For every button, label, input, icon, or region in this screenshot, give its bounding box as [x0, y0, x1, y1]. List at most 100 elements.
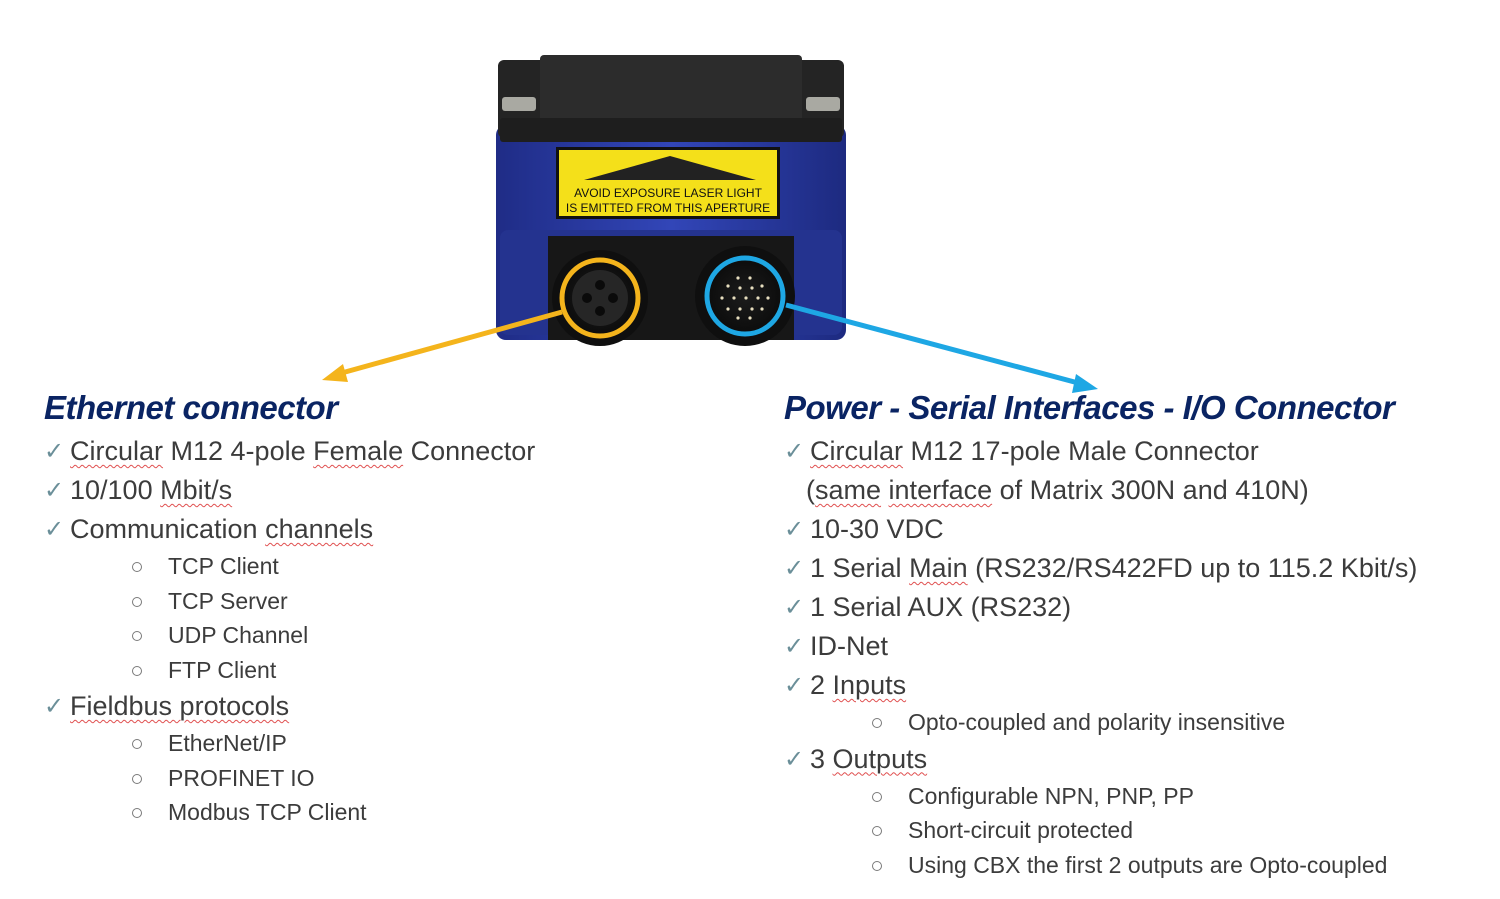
sub-feature-text: Short-circuit protected	[908, 817, 1133, 843]
sub-feature-item: EtherNet/IP	[44, 726, 744, 761]
feature-item: ✓Communication channels	[44, 510, 744, 549]
ethernet-connector-title: Ethernet connector	[44, 389, 338, 426]
text-fragment: Mbit/s	[160, 475, 233, 505]
text-fragment: Connector	[403, 436, 536, 466]
feature-item: ✓10/100 Mbit/s	[44, 471, 744, 510]
sub-feature-text: Configurable NPN, PNP, PP	[908, 782, 1194, 809]
hollow-bullet-icon	[132, 739, 142, 749]
sub-feature-wrapper: Opto-coupled and polarity insensitive	[784, 705, 1500, 740]
hollow-bullet-icon	[872, 826, 882, 836]
sub-feature-text: Modbus TCP Client	[168, 799, 367, 825]
text-fragment	[881, 475, 889, 505]
text-fragment: channels	[265, 514, 374, 544]
hollow-bullet-icon	[132, 596, 142, 607]
sub-feature-list: EtherNet/IP PROFINET IO Modbus TCP Client	[44, 726, 744, 830]
feature-item: ✓3 Outputs	[784, 740, 1500, 779]
power-io-connector	[695, 246, 795, 346]
text-fragment: M12 17-pole Male Connector	[903, 436, 1259, 466]
checkmark-icon: ✓	[44, 438, 65, 465]
text-fragment: of Matrix 300N and 410N)	[992, 475, 1309, 505]
sub-feature-text: FTP Client	[168, 656, 277, 683]
hollow-bullet-icon	[132, 808, 142, 818]
power-io-connector-section: Power - Serial Interfaces - I/O Connecto…	[784, 388, 1500, 882]
sub-feature-item: FTP Client	[44, 653, 744, 688]
feature-item: ✓Circular M12 17-pole Male Connector	[784, 432, 1500, 471]
ethernet-features-list: ✓Circular M12 4-pole Female Connector✓10…	[44, 432, 744, 830]
power-io-features-list: ✓Circular M12 17-pole Male Connector(sam…	[784, 432, 1500, 882]
sub-feature-text: Opto-coupled and polarity insensitive	[908, 709, 1286, 735]
checkmark-icon: ✓	[44, 516, 65, 543]
sub-feature-item: Using CBX the first 2 outputs are Opto-c…	[784, 848, 1500, 883]
label-line-1: AVOID EXPOSURE LASER LIGHT	[574, 186, 762, 200]
feature-item: ✓Fieldbus protocols	[44, 687, 744, 726]
text-fragment: Outputs	[832, 743, 928, 774]
feature-item: ✓1 Serial AUX (RS232)	[784, 588, 1500, 627]
hollow-bullet-icon	[872, 860, 882, 871]
sub-feature-item: TCP Server	[44, 584, 744, 619]
feature-item-continuation: (same interface of Matrix 300N and 410N)	[784, 471, 1500, 510]
ethernet-connector-section: Ethernet connector ✓Circular M12 4-pole …	[44, 388, 744, 830]
checkmark-icon: ✓	[784, 745, 805, 773]
hollow-bullet-icon	[132, 665, 142, 676]
text-fragment: 1 Serial	[810, 553, 910, 583]
text-fragment: ID-Net	[810, 631, 889, 661]
laser-warning-label: AVOID EXPOSURE LASER LIGHT IS EMITTED FR…	[556, 147, 780, 219]
text-fragment: same	[815, 475, 882, 505]
feature-item: ✓1 Serial Main (RS232/RS422FD up to 115.…	[784, 549, 1500, 588]
sub-feature-item: Modbus TCP Client	[44, 795, 744, 830]
sub-feature-item: TCP Client	[44, 549, 744, 584]
text-fragment: (RS232/RS422FD up to 115.2 Kbit/s)	[967, 553, 1418, 583]
text-fragment: Circular	[810, 436, 904, 466]
sub-feature-wrapper: EtherNet/IP PROFINET IO Modbus TCP Client	[44, 726, 744, 830]
sub-feature-item: Opto-coupled and polarity insensitive	[784, 705, 1500, 740]
text-fragment: M12 4-pole	[163, 436, 314, 466]
feature-item: ✓10-30 VDC	[784, 510, 1500, 549]
ethernet-callout-arrow	[322, 309, 563, 382]
sub-feature-text: PROFINET IO	[168, 764, 315, 791]
scanner-device-graphic: AVOID EXPOSURE LASER LIGHT IS EMITTED FR…	[322, 55, 1098, 393]
text-fragment: Main	[909, 553, 968, 583]
sub-feature-item: UDP Channel	[44, 618, 744, 653]
text-fragment: interface	[888, 475, 993, 505]
checkmark-icon: ✓	[784, 516, 805, 543]
checkmark-icon: ✓	[44, 477, 65, 504]
text-fragment: 3	[810, 743, 833, 774]
sub-feature-list: Configurable NPN, PNP, PP Short-circuit p…	[784, 779, 1500, 883]
text-fragment: 10/100	[70, 475, 161, 505]
text-fragment: Circular	[70, 436, 164, 466]
checkmark-icon: ✓	[784, 594, 805, 621]
feature-item: ✓2 Inputs	[784, 666, 1500, 705]
text-fragment: Inputs	[832, 670, 907, 700]
sub-feature-text: Using CBX the first 2 outputs are Opto-c…	[908, 851, 1388, 878]
power-callout-arrow	[785, 302, 1098, 393]
text-fragment: 1 Serial AUX (RS232)	[810, 592, 1072, 622]
hollow-bullet-icon	[132, 562, 142, 572]
checkmark-icon: ✓	[44, 693, 65, 720]
hollow-bullet-icon	[872, 718, 882, 728]
checkmark-icon: ✓	[784, 672, 805, 699]
sub-feature-wrapper: Configurable NPN, PNP, PP Short-circuit p…	[784, 779, 1500, 883]
sub-feature-item: PROFINET IO	[44, 761, 744, 796]
sub-feature-list: Opto-coupled and polarity insensitive	[784, 705, 1500, 740]
text-fragment: 2	[810, 670, 833, 700]
power-io-connector-title: Power - Serial Interfaces - I/O Connecto…	[784, 389, 1395, 426]
text-fragment: Female	[313, 436, 404, 466]
checkmark-icon: ✓	[784, 555, 805, 582]
sub-feature-text: UDP Channel	[168, 622, 309, 648]
sub-feature-text: EtherNet/IP	[168, 730, 287, 756]
ethernet-connector	[552, 250, 648, 346]
sub-feature-item: Short-circuit protected	[784, 813, 1500, 848]
hollow-bullet-icon	[132, 773, 142, 784]
checkmark-icon: ✓	[784, 438, 805, 465]
sub-feature-text: TCP Client	[168, 553, 279, 579]
text-fragment: Communication	[70, 514, 266, 544]
sub-feature-text: TCP Server	[168, 587, 288, 614]
text-fragment: Fieldbus protocols	[70, 691, 290, 721]
sub-feature-item: Configurable NPN, PNP, PP	[784, 779, 1500, 814]
hollow-bullet-icon	[872, 791, 882, 802]
label-line-2: IS EMITTED FROM THIS APERTURE	[566, 201, 770, 215]
feature-item: ✓ID-Net	[784, 627, 1500, 666]
checkmark-icon: ✓	[784, 633, 805, 660]
